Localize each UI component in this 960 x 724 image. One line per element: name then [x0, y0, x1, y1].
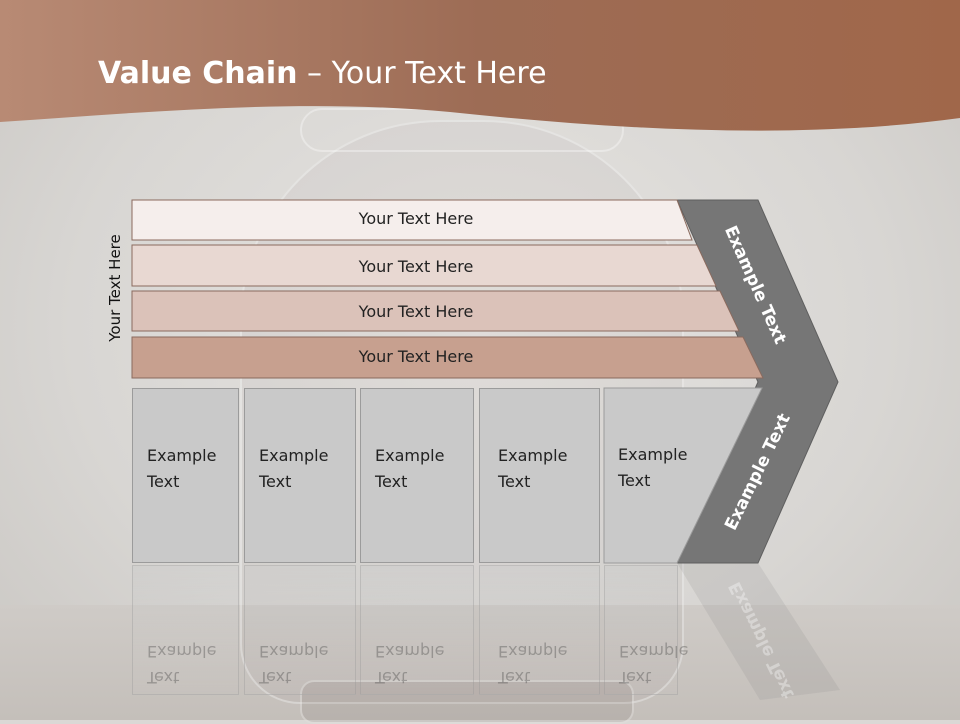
band-3 — [131, 290, 740, 332]
glass-jar-base — [300, 680, 634, 724]
box-1-refl-line1: Example — [147, 642, 217, 661]
band-2 — [131, 244, 717, 287]
title-rest: – Your Text Here — [297, 56, 547, 91]
box-1-line1: Example — [147, 446, 217, 465]
box-5-line1: Example — [618, 445, 688, 464]
box-5-reflection: Text Example — [604, 565, 688, 695]
box-4-line2: Text — [498, 472, 531, 491]
box-4-refl-line2: Text — [498, 668, 531, 687]
band-3-text: Your Text Here — [358, 302, 474, 321]
box-1-refl-line2: Text — [147, 668, 180, 687]
header-banner — [0, 0, 960, 131]
box-2-line1: Example — [259, 446, 329, 465]
band-4 — [131, 336, 764, 379]
box-4-line1: Example — [498, 446, 568, 465]
box-3-refl-line2: Text — [375, 668, 408, 687]
box-2-refl-line2: Text — [259, 668, 292, 687]
box-4-refl-line1: Example — [498, 642, 568, 661]
page-title: Value Chain – Your Text Here — [98, 56, 547, 91]
box-4-reflection: Text Example — [479, 565, 600, 695]
box-2-line2: Text — [259, 472, 292, 491]
box-3-line1: Example — [375, 446, 445, 465]
band-4-text: Your Text Here — [358, 347, 474, 366]
title-bold: Value Chain — [98, 56, 298, 91]
box-2-refl-line1: Example — [259, 642, 329, 661]
box-1-reflection: Text Example — [132, 565, 239, 695]
band-1 — [131, 199, 693, 241]
box-3-line2: Text — [375, 472, 408, 491]
box-5-refl-line1: Example — [619, 642, 689, 661]
box-1-line2: Text — [147, 472, 180, 491]
chevron-reflection — [677, 563, 840, 700]
table-surface — [0, 605, 960, 720]
box-3-refl-line1: Example — [375, 642, 445, 661]
box-5-refl-line2: Text — [619, 668, 652, 687]
chevron-arrow — [676, 199, 839, 564]
box-5-shape — [603, 387, 763, 564]
box-3-reflection: Text Example — [360, 565, 474, 695]
box-2-reflection: Text Example — [244, 565, 356, 695]
band-2-text: Your Text Here — [358, 257, 474, 276]
box-5-line2: Text — [618, 471, 651, 490]
band-1-text: Your Text Here — [358, 209, 474, 228]
